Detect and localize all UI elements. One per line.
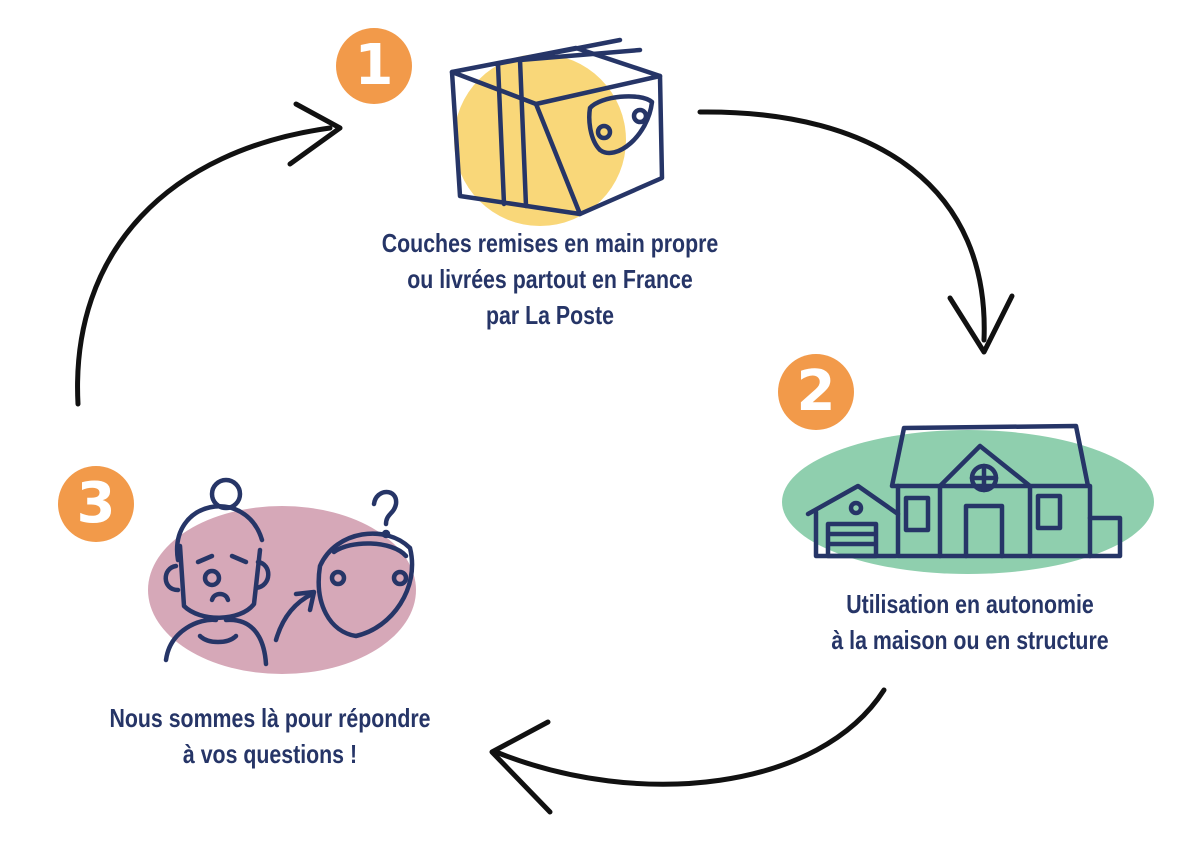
arrow-head-step2 bbox=[947, 293, 1015, 355]
question-woman-icon bbox=[148, 477, 416, 674]
step-3-caption: Nous sommes là pour répondre à vos quest… bbox=[98, 700, 442, 772]
arrow-step3-to-step1 bbox=[75, 125, 333, 407]
arrow-step1-to-step2 bbox=[697, 109, 987, 343]
step-1-caption: Couches remises en main propre ou livrée… bbox=[353, 225, 747, 333]
arrow-head-step1 bbox=[287, 101, 343, 167]
step-1-caption-line: Couches remises en main propre bbox=[381, 228, 719, 258]
step-2-caption-line: à la maison ou en structure bbox=[831, 625, 1109, 655]
step-1-caption-line: ou livrées partout en France bbox=[407, 264, 693, 294]
step-number-badge-1: 1 bbox=[336, 28, 412, 104]
step-3-caption-line: à vos questions ! bbox=[182, 739, 358, 769]
delivery-box-icon bbox=[449, 37, 665, 226]
step-2-caption-line: Utilisation en autonomie bbox=[846, 589, 1094, 619]
step-number-badge-2: 2 bbox=[778, 354, 854, 430]
arrow-step2-to-step3 bbox=[493, 687, 887, 787]
house-icon bbox=[782, 423, 1154, 574]
step-2-caption: Utilisation en autonomie à la maison ou … bbox=[798, 586, 1142, 658]
step-1-caption-line: par La Poste bbox=[486, 300, 614, 330]
step-number-badge-3: 3 bbox=[58, 466, 134, 542]
step-3-caption-line: Nous sommes là pour répondre bbox=[109, 703, 431, 733]
arrow-head-step3 bbox=[489, 719, 553, 815]
